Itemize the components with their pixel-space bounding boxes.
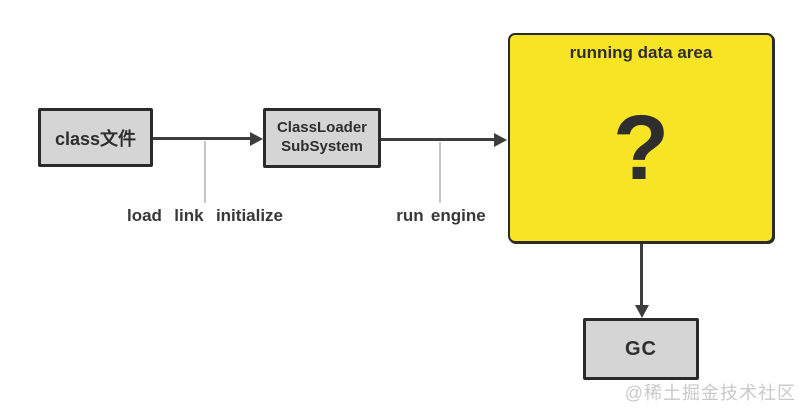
node-gc-label: GC xyxy=(625,337,657,360)
arrow-classloader-to-runningarea-line xyxy=(381,138,495,141)
node-gc: GC xyxy=(583,318,699,380)
node-classloader-subsystem: ClassLoader SubSystem xyxy=(263,108,381,168)
callout-line-run-engine xyxy=(439,142,441,203)
arrow-runningarea-to-gc-line xyxy=(640,244,643,306)
arrow-classloader-to-runningarea-head xyxy=(494,132,507,147)
label-run-engine: run engine xyxy=(396,206,486,225)
arrow-runningarea-to-gc-head xyxy=(634,305,649,318)
running-data-area-title: running data area xyxy=(569,43,713,62)
label-load-link-initialize: load link initialize xyxy=(126,206,284,225)
arrow-classfile-to-classloader-head xyxy=(250,131,263,146)
callout-line-load-phase xyxy=(204,141,206,203)
node-classloader-label-line1: ClassLoader xyxy=(276,119,368,137)
node-running-data-area: running data area ? xyxy=(508,33,774,243)
node-classloader-label: ClassLoader SubSystem xyxy=(277,119,367,157)
node-class-file-label: class文件 xyxy=(54,128,137,149)
node-class-file: class文件 xyxy=(38,108,153,167)
watermark: @稀土掘金技术社区 xyxy=(624,383,796,403)
arrow-classfile-to-classloader-line xyxy=(153,137,251,140)
node-classloader-label-line2: SubSystem xyxy=(281,138,363,155)
question-mark-placeholder: ? xyxy=(612,96,670,199)
